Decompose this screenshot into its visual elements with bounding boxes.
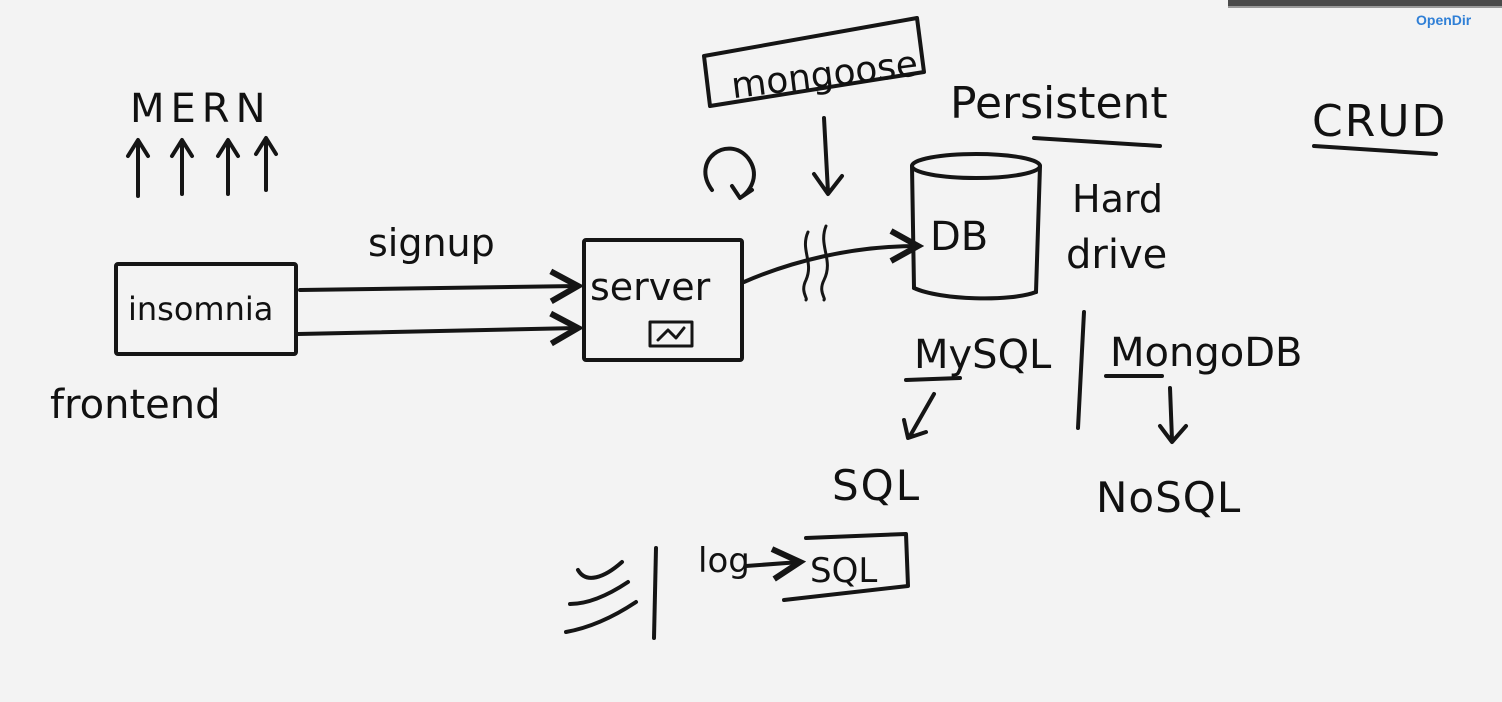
db-label: DB bbox=[930, 214, 988, 260]
mongodb-label: MongoDB bbox=[1110, 330, 1302, 376]
sql-label: SQL bbox=[832, 461, 921, 510]
bottom-scribble-mark bbox=[564, 546, 658, 640]
db-cylinder bbox=[910, 152, 1042, 301]
opendir-label: OpenDir bbox=[1416, 12, 1472, 28]
connection-squiggle-1 bbox=[802, 230, 811, 302]
video-thumbnail-edge bbox=[1228, 0, 1502, 8]
insomnia-box bbox=[114, 262, 298, 356]
nosql-label: NoSQL bbox=[1096, 473, 1241, 522]
hard-drive-line1: Hard bbox=[1072, 177, 1163, 221]
server-label: server bbox=[590, 265, 711, 309]
request-arrow-bottom bbox=[296, 328, 578, 334]
log-sql-label: SQL bbox=[810, 551, 877, 591]
hard-drive-line2: drive bbox=[1066, 232, 1167, 278]
insomnia-label: insomnia bbox=[128, 290, 273, 328]
mysql-underline bbox=[904, 376, 962, 382]
signup-label: signup bbox=[368, 221, 495, 265]
mongoose-label: mongoose bbox=[729, 44, 920, 108]
mern-label: MERN bbox=[130, 86, 272, 132]
mongodb-to-nosql-arrow bbox=[1158, 386, 1188, 444]
request-arrow-top bbox=[298, 286, 578, 290]
mern-up-arrows bbox=[126, 136, 278, 198]
mongoose-down-arrow bbox=[812, 116, 844, 196]
log-sql-box bbox=[782, 532, 910, 602]
log-arrow bbox=[744, 562, 800, 566]
crud-label: CRUD bbox=[1312, 96, 1447, 147]
server-screen-icon bbox=[648, 320, 694, 348]
loop-arrow bbox=[703, 146, 756, 200]
persistent-underline bbox=[1032, 136, 1162, 148]
connection-squiggle-2 bbox=[820, 224, 829, 302]
mysql-to-sql-arrow bbox=[902, 392, 936, 440]
server-box bbox=[582, 238, 744, 362]
mysql-label: MySQL bbox=[914, 332, 1052, 378]
frontend-caption: frontend bbox=[50, 382, 221, 428]
db-type-divider bbox=[1076, 310, 1086, 430]
mongoose-box bbox=[702, 16, 926, 108]
persistent-label: Persistent bbox=[950, 78, 1168, 129]
server-to-db-arrow bbox=[742, 246, 918, 284]
log-label: log bbox=[698, 541, 750, 581]
crud-underline bbox=[1312, 144, 1438, 156]
